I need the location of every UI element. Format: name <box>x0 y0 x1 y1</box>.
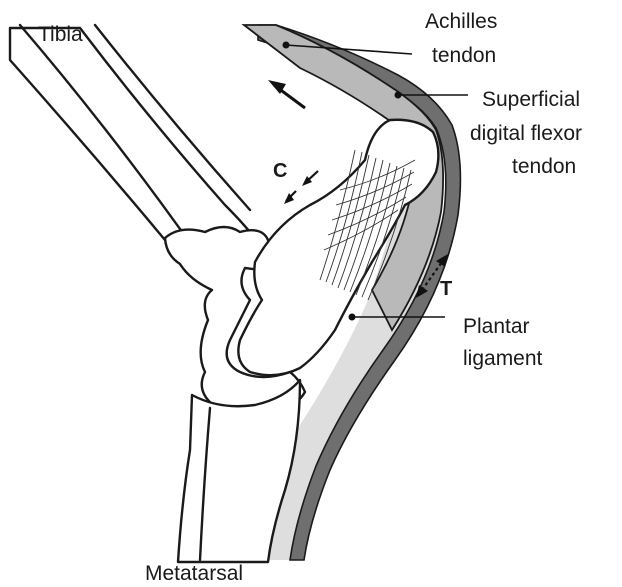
achilles-label-line2: tendon <box>432 44 496 67</box>
compression-label: C <box>273 160 287 182</box>
sdf-label-line2: digital flexor <box>470 122 582 145</box>
metatarsal-label: Metatarsal <box>145 562 243 585</box>
sdf-label-line1: Superficial <box>482 88 580 111</box>
achilles-label-line1: Achilles <box>425 10 497 33</box>
sdf-label-line3: tendon <box>512 155 576 178</box>
tendon-pull-arrow <box>268 80 305 108</box>
plantar-label-line1: Plantar <box>463 315 530 338</box>
tibia-label: Tibia <box>38 23 83 46</box>
tension-label: T <box>440 278 452 300</box>
plantar-label-line2: ligament <box>463 347 543 370</box>
compression-arrows <box>284 171 318 204</box>
